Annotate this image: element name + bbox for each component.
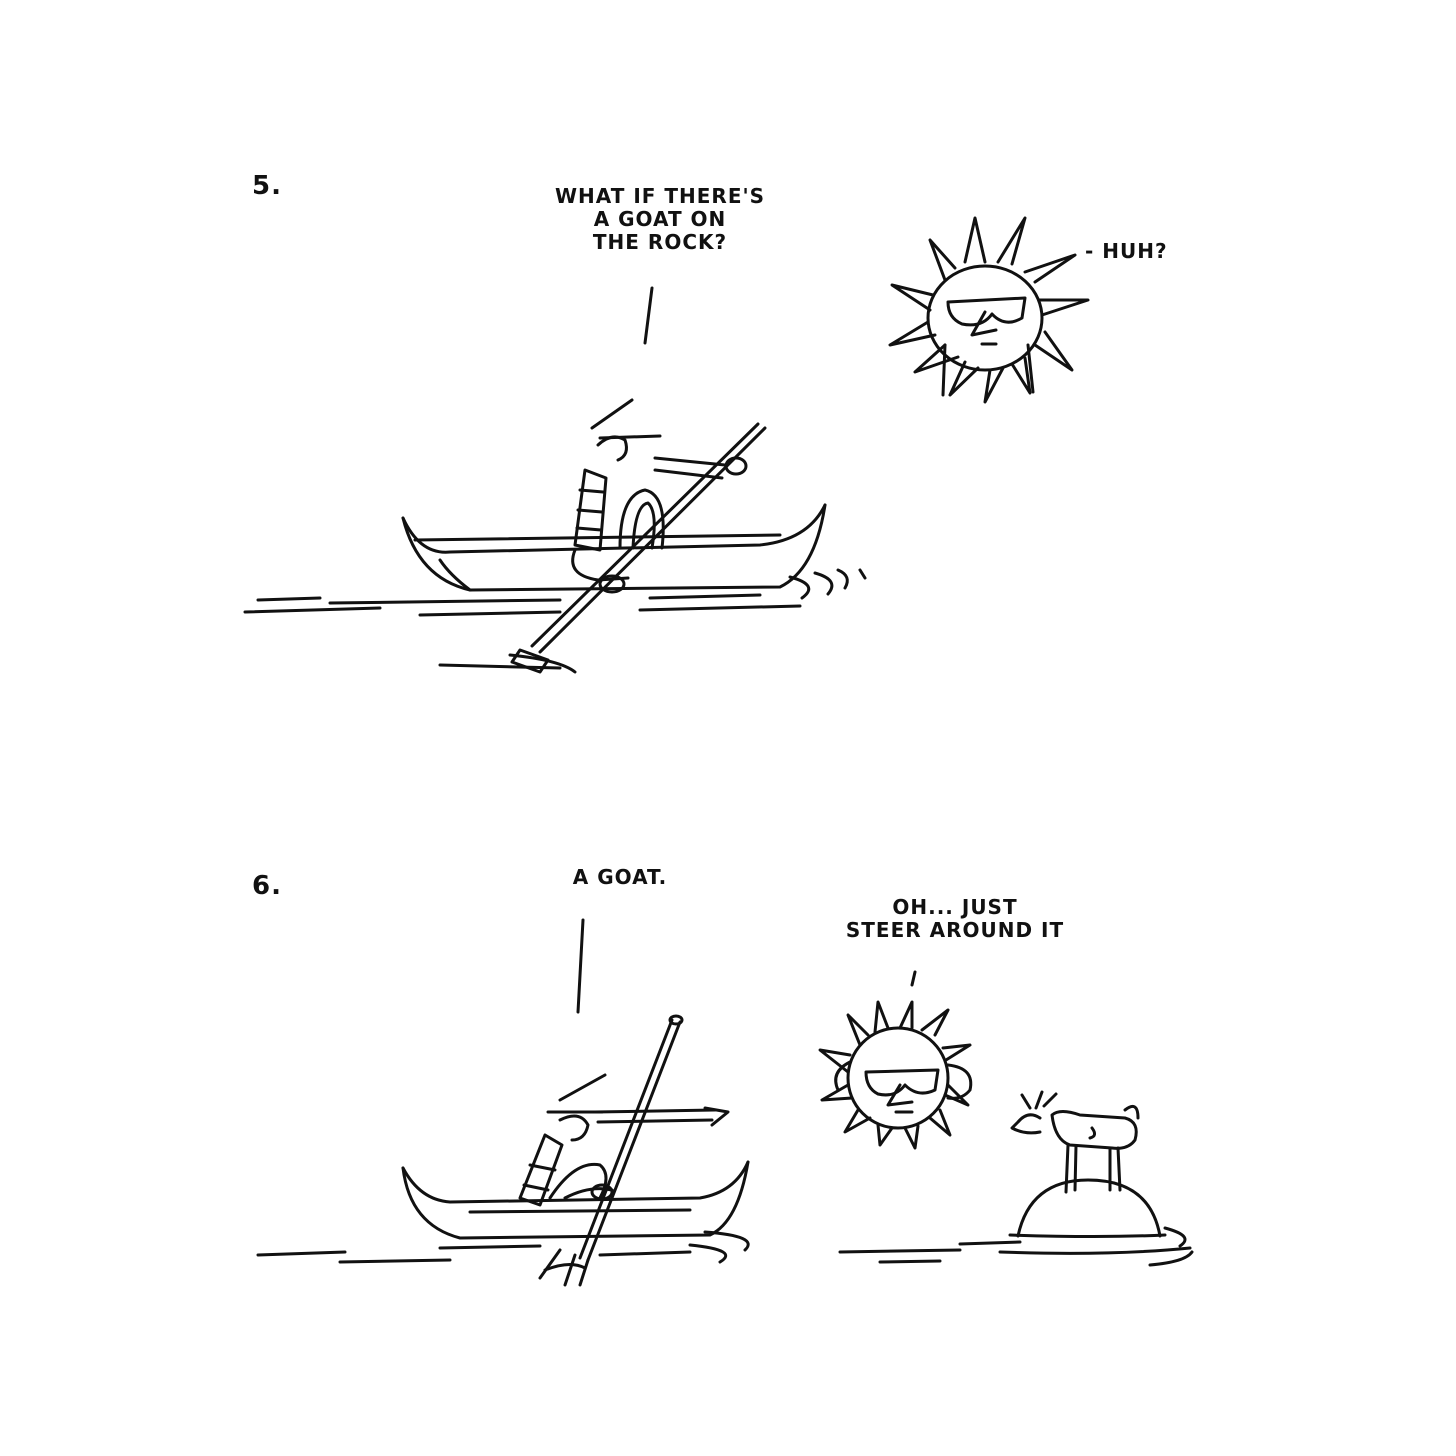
- panel-5-paddler-speech-line-3: THE ROCK?: [592, 230, 728, 254]
- panel-5-canoe: [401, 503, 827, 592]
- panel-6-paddler: [518, 1073, 730, 1207]
- panel-6-sun-speech-tail: [910, 970, 917, 987]
- panel-6-canoe: [401, 1160, 750, 1240]
- panel-6-water: [256, 1226, 1194, 1267]
- panel-5-sun-speech: - HUH?: [1085, 239, 1168, 263]
- panel-5-sun: [888, 216, 1090, 404]
- goat: [1010, 1090, 1140, 1194]
- panel-5-paddler-speech-line-1: WHAT IF THERE'S: [554, 184, 766, 208]
- panel-5-number: 5.: [252, 171, 282, 201]
- panel-5-water: [243, 568, 867, 674]
- panel-6-sun-speech-line-2: STEER AROUND IT: [845, 918, 1065, 942]
- rock: [1016, 1178, 1162, 1238]
- panel-6-sun-speech: OH... JUST STEER AROUND IT: [820, 896, 1090, 942]
- panel-6-sun: [818, 1000, 973, 1150]
- panel-5-paddle: [510, 422, 767, 674]
- panel-5-paddler-speech: WHAT IF THERE'S A GOAT ON THE ROCK?: [530, 185, 790, 254]
- panel-6-number: 6.: [252, 871, 282, 901]
- panel-5-paddler: [571, 398, 727, 582]
- panel-5-paddler-speech-tail: [643, 286, 654, 345]
- panel-5-paddler-speech-line-2: A GOAT ON: [593, 207, 727, 231]
- panel-6-paddler-speech-tail: [576, 918, 585, 1014]
- panel-6-paddle: [538, 1014, 684, 1287]
- panel-5-drawing: [243, 216, 1090, 674]
- panel-6-sun-speech-line-1: OH... JUST: [892, 895, 1018, 919]
- panel-6-paddler-speech: A GOAT.: [545, 866, 695, 889]
- panel-6-paddler-speech-line-1: A GOAT.: [572, 865, 668, 889]
